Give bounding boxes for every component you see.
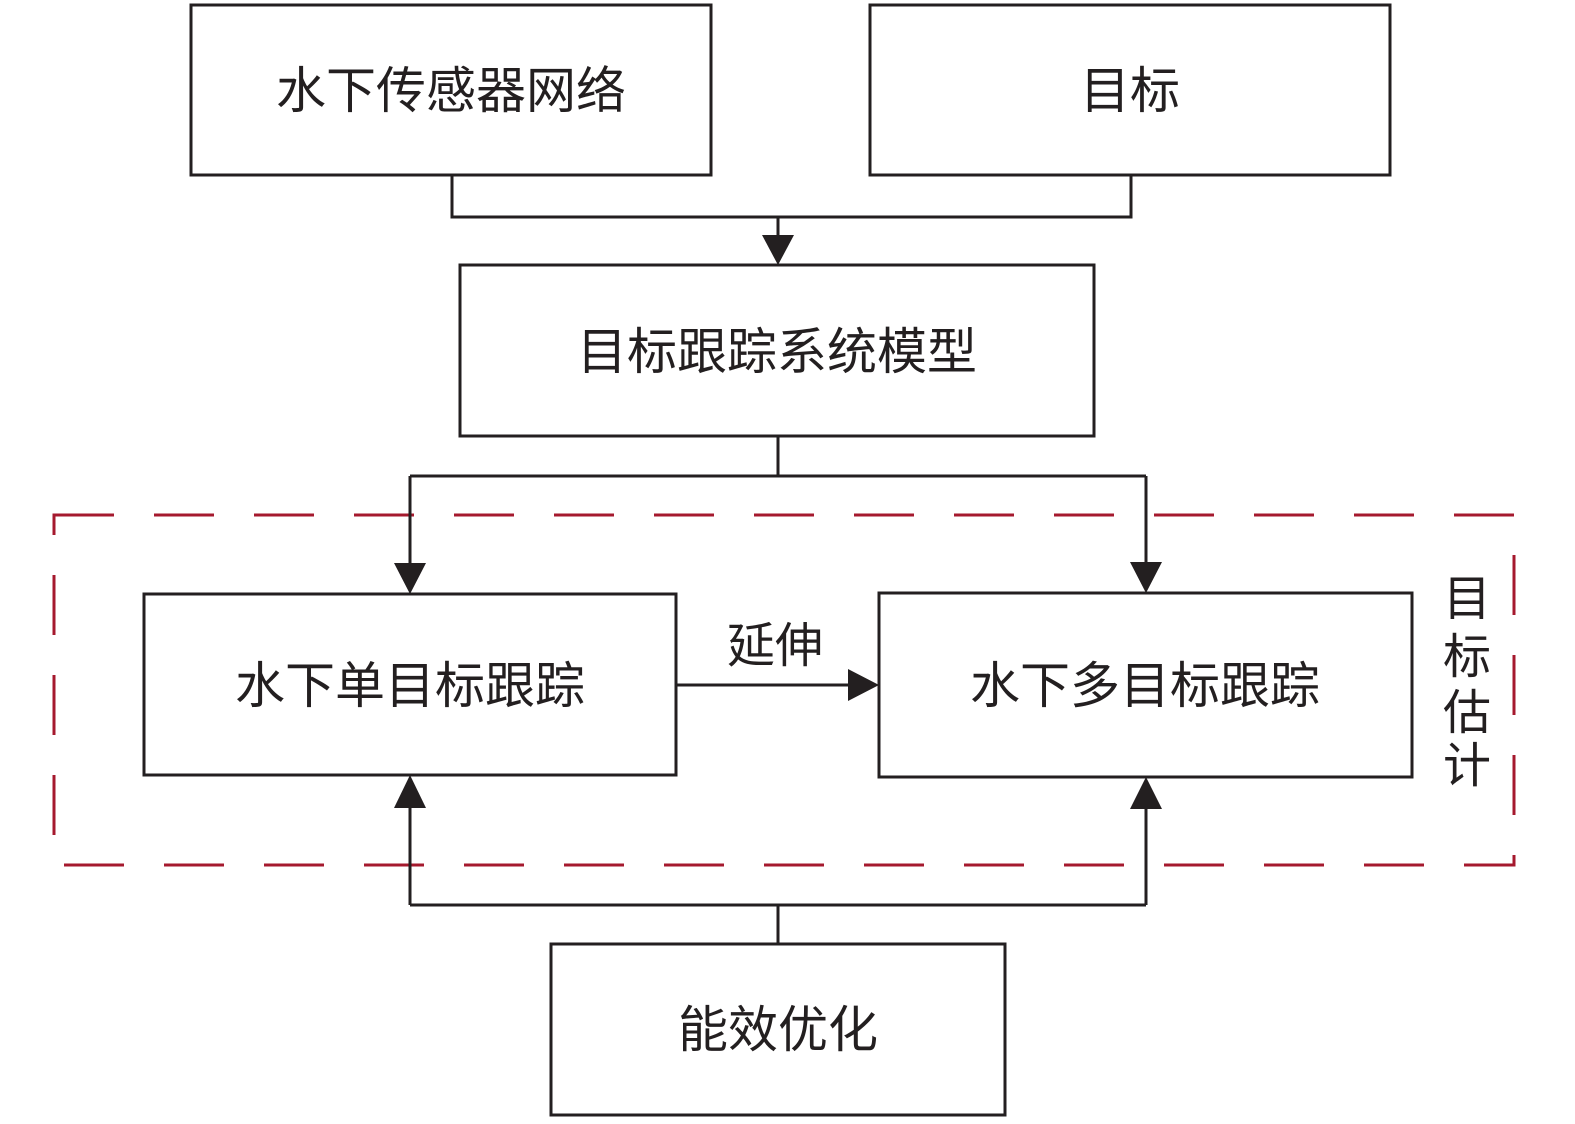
- node-label-single-target: 水下单目标跟踪: [235, 657, 585, 715]
- arrowhead-single-bottom: [394, 775, 426, 808]
- arrowhead-model: [762, 235, 794, 265]
- node-label-energy-optimization: 能效优化: [678, 1001, 878, 1059]
- node-multi-target: 水下多目标跟踪: [877, 591, 1414, 779]
- arrowhead-single-top: [394, 563, 426, 594]
- group-label: 目 标 估 计: [1443, 571, 1491, 794]
- connector-sensor-to-merge: [450, 175, 778, 219]
- edge-label-extend: 延伸: [727, 618, 823, 674]
- group-label-char: 估: [1443, 685, 1491, 741]
- arrowheads: [394, 235, 1162, 809]
- node-sensor-network: 水下传感器网络: [189, 3, 713, 177]
- arrowhead-multi-bottom: [1130, 777, 1162, 809]
- arrowhead-multi-top: [1130, 562, 1162, 593]
- group-label-char: 标: [1443, 629, 1491, 685]
- node-label-sensor-network: 水下传感器网络: [276, 62, 626, 120]
- arrowhead-extend: [848, 669, 879, 701]
- node-label-target: 目标: [1080, 62, 1180, 120]
- connector-target-to-merge: [778, 175, 1133, 219]
- target-estimation-group: [52, 513, 1516, 867]
- node-energy-optimization: 能效优化: [549, 942, 1007, 1117]
- node-tracking-model: 目标跟踪系统模型: [458, 263, 1096, 438]
- node-label-multi-target: 水下多目标跟踪: [970, 657, 1320, 715]
- node-target: 目标: [868, 3, 1392, 177]
- group-label-char: 目: [1443, 571, 1491, 627]
- node-label-tracking-model: 目标跟踪系统模型: [577, 323, 977, 381]
- connectors: [408, 175, 1148, 944]
- group-label-char: 计: [1443, 738, 1491, 794]
- node-single-target: 水下单目标跟踪: [142, 592, 678, 777]
